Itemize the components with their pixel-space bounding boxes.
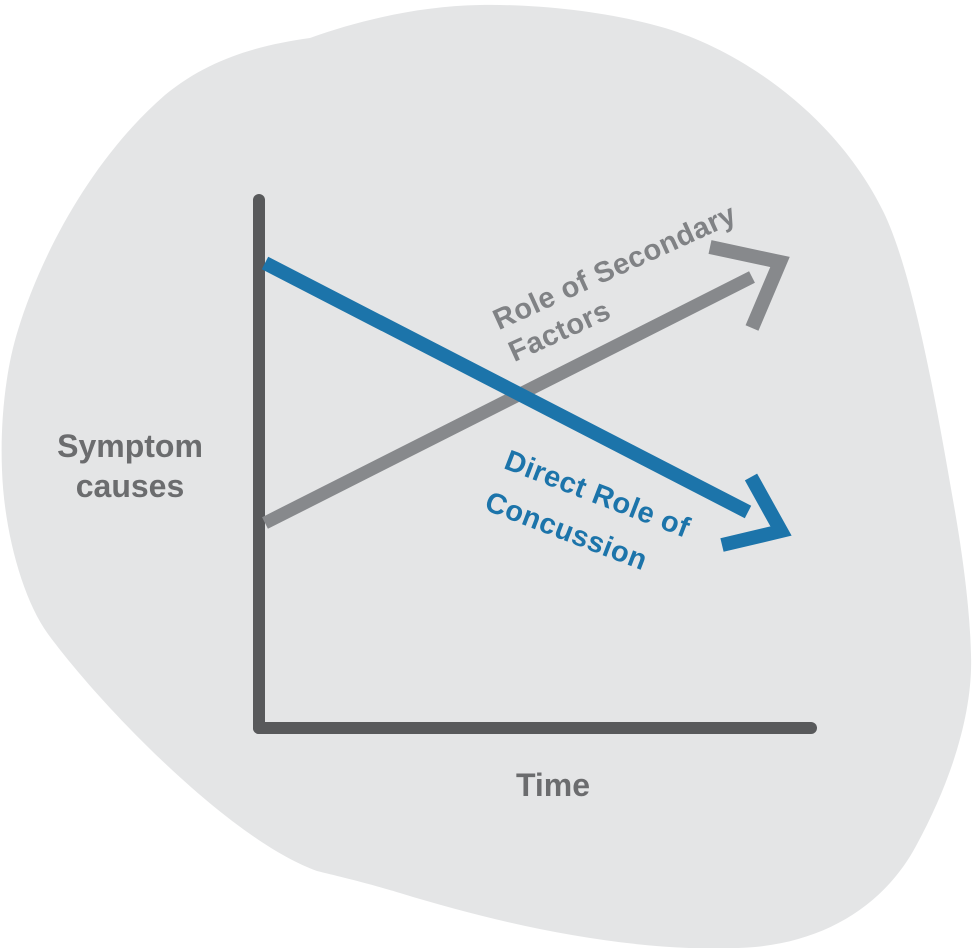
- y-axis-title-line2: causes: [75, 468, 185, 504]
- x-axis-title: Time: [515, 767, 591, 803]
- direct-concussion-arrowhead-icon: [720, 473, 792, 552]
- secondary-factors-line: [262, 271, 755, 529]
- y-axis-title: Symptom causes: [57, 426, 203, 506]
- y-axis-title-line1: Symptom: [57, 428, 203, 464]
- secondary-factors-arrowhead-icon: [708, 240, 790, 331]
- direct-concussion-line: [261, 256, 752, 519]
- blob-background: [1, 4, 972, 948]
